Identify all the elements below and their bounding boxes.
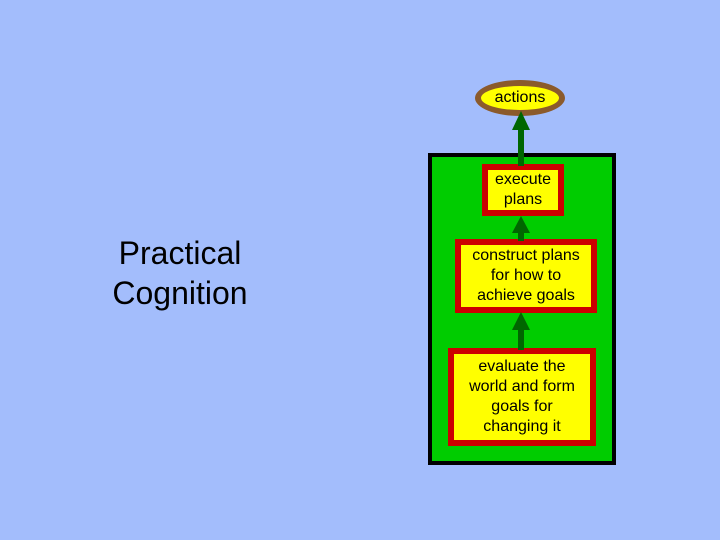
evaluate-line-3: goals for xyxy=(491,398,553,415)
arrowhead-execute xyxy=(512,216,530,233)
construct-line-1: construct plans xyxy=(472,247,580,264)
evaluate-line-4: changing it xyxy=(483,418,561,435)
evaluate-line-1: evaluate the xyxy=(478,358,566,375)
construct-line-3: achieve goals xyxy=(477,287,575,304)
execute-line-2: plans xyxy=(503,191,543,208)
execute-plans-box: execute plans xyxy=(482,164,564,216)
title-line-1: Practical xyxy=(118,235,242,271)
construct-line-2: for how to xyxy=(490,267,562,284)
arrowhead-construct xyxy=(512,312,530,330)
actions-oval: actions xyxy=(475,80,565,116)
slide-title: Practical Cognition xyxy=(80,233,280,313)
evaluate-line-2: world and form xyxy=(469,378,575,395)
construct-plans-box: construct plans for how to achieve goals xyxy=(455,239,597,313)
arrowhead-actions xyxy=(512,111,530,130)
execute-line-1: execute xyxy=(494,171,552,188)
actions-label: actions xyxy=(494,89,546,106)
evaluate-world-box: evaluate the world and form goals for ch… xyxy=(448,348,596,446)
title-line-2: Cognition xyxy=(112,275,248,311)
